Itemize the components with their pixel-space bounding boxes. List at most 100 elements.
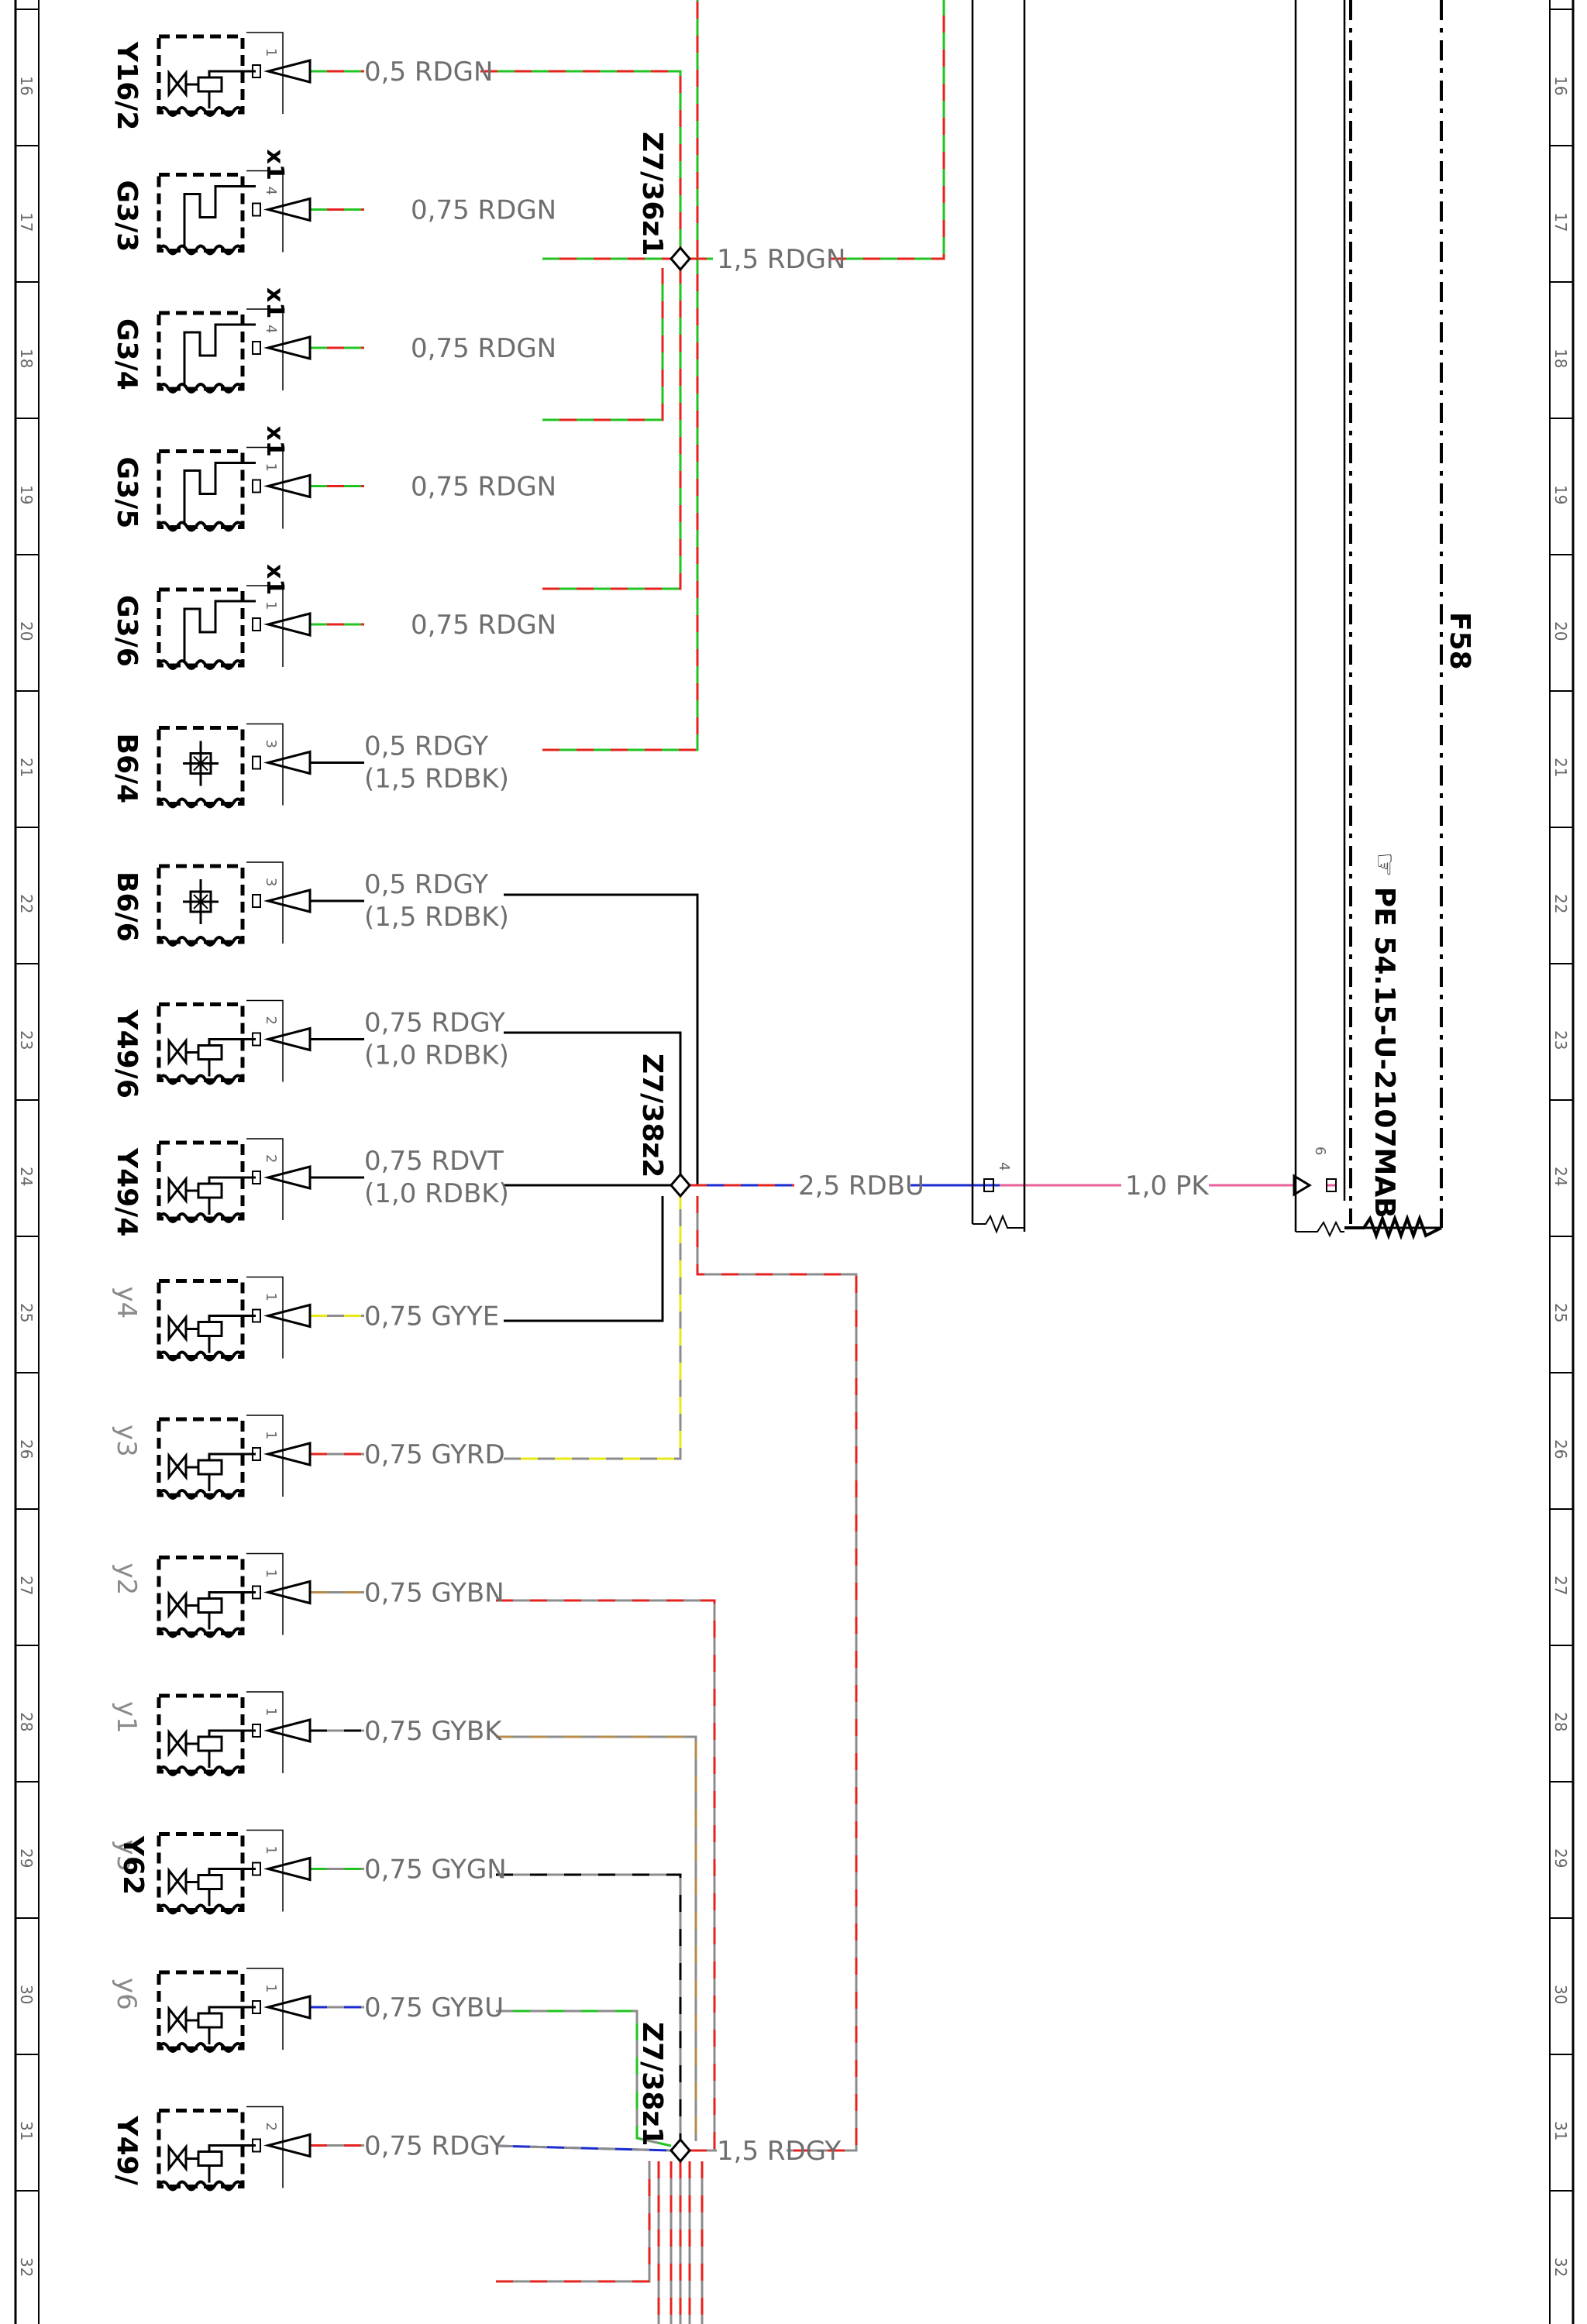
connector-outline	[246, 1691, 284, 1773]
component-break	[157, 383, 244, 394]
connector-block-mid: 4	[971, 0, 1026, 1234]
component-enclosure	[157, 1279, 245, 1359]
row-number-left: 32	[17, 2257, 36, 2277]
component-break	[157, 1489, 244, 1500]
row-number-right: 22	[1551, 894, 1570, 913]
pin-number: 4	[263, 325, 279, 333]
valve-icon	[167, 1867, 188, 1896]
pin-bracket-mid	[983, 1178, 994, 1192]
connector-outline	[246, 170, 284, 253]
component-enclosure	[157, 1693, 245, 1774]
wire-g3-6	[542, 0, 699, 751]
wire-label: 0,75 GYBU	[364, 1992, 504, 2023]
connector-arrow-icon	[263, 2133, 312, 2158]
wire-y1	[496, 1873, 682, 2140]
row-number-left: 31	[17, 2121, 36, 2140]
row-number-left: 21	[17, 758, 36, 777]
component-break	[157, 1350, 244, 1362]
pin-bracket-right	[1293, 1174, 1337, 1197]
pin-number: 1	[263, 1431, 279, 1439]
wire-label: 0,75 GYBK	[364, 1716, 503, 1747]
wire-y49-4	[504, 1196, 664, 1322]
valve-icon	[167, 1590, 188, 1619]
row-number-left: 23	[17, 1030, 36, 1050]
splice-node-z7-36z1	[670, 246, 691, 272]
pin-socket	[252, 202, 261, 217]
wire-label: 0,5 RDGY	[364, 731, 488, 762]
solenoid-icon	[197, 2012, 223, 2029]
connector-outline	[246, 999, 284, 1082]
wire-y5	[496, 2009, 672, 2147]
component-label: B6/6	[111, 871, 143, 942]
component-label: G3/4	[111, 318, 143, 390]
valve-icon	[167, 2005, 188, 2034]
component-label: y4	[111, 1287, 142, 1319]
wire-harness	[310, 0, 1336, 2324]
component-label: Y49/	[111, 2116, 143, 2186]
wire-label-pk: 1,0 PK	[1125, 1171, 1210, 1202]
component-enclosure	[157, 449, 245, 529]
splice-node-z7-38z2	[670, 1172, 691, 1198]
pin-number: 1	[263, 1846, 279, 1855]
row-number-right: 28	[1551, 1712, 1570, 1731]
fuse-label: F58	[1444, 612, 1475, 670]
row-number-left: 30	[17, 1985, 36, 2004]
connector-arrow-icon	[263, 889, 312, 913]
component-break	[157, 659, 244, 670]
row-number-right: 25	[1551, 1303, 1570, 1322]
solenoid-icon	[197, 76, 223, 93]
wire-label-alt: (1,0 RDBK)	[364, 1178, 509, 1209]
component-break	[157, 2042, 244, 2053]
frame	[14, 0, 1575, 2324]
connector-outline	[246, 446, 284, 529]
row-number-right: 23	[1551, 1030, 1570, 1050]
component-enclosure	[157, 587, 245, 668]
row-number-right: 32	[1551, 2257, 1570, 2277]
connector-arrow-icon	[263, 612, 312, 637]
wire-label: 0,75 RDGN	[411, 195, 556, 226]
solenoid-icon	[197, 1182, 223, 1199]
connector-label: x1	[261, 150, 288, 180]
connector-outline	[246, 1138, 284, 1220]
solenoid-icon	[197, 1321, 223, 1337]
solenoid-icon	[197, 1735, 223, 1752]
component-enclosure	[157, 173, 245, 253]
solenoid-icon	[197, 2150, 223, 2167]
row-number-left: 16	[17, 76, 36, 95]
connector-arrow-icon	[263, 1442, 312, 1466]
pin-number: 1	[263, 601, 279, 610]
component-enclosure	[157, 1417, 245, 1497]
connector-outline	[246, 308, 284, 390]
wire-g3-4	[542, 268, 664, 421]
row-number-right: 16	[1551, 76, 1570, 95]
connector-block-right: 6 F58 ☞ PE 54.15-U-2107MAB	[1294, 0, 1475, 1240]
pin-number: 2	[263, 1154, 279, 1163]
row-number-left: 26	[17, 1439, 36, 1459]
component-enclosure	[157, 864, 245, 944]
splice-label-z7-36z1: Z7/36z1	[636, 132, 668, 256]
splice-label-z7-38z2: Z7/38z2	[636, 1054, 668, 1177]
reference-text: ☞ PE 54.15-U-2107MAB	[1368, 852, 1400, 1219]
component-break	[157, 1212, 244, 1223]
row-number-left: 24	[17, 1167, 36, 1186]
component-enclosure	[157, 2109, 245, 2188]
component-enclosure	[157, 1140, 245, 1221]
wire-b6-6	[504, 1031, 682, 1174]
wire-y49-bottom	[496, 2161, 651, 2283]
connector-outline	[246, 32, 284, 114]
component-enclosure	[157, 311, 245, 391]
sensor-icon	[183, 185, 236, 249]
wire-label: 0,75 RDVT	[364, 1146, 504, 1177]
solenoid-icon	[197, 1597, 223, 1614]
wire-label-alt: (1,5 RDBK)	[364, 764, 509, 795]
wire-g3-5	[542, 268, 682, 590]
sensor-icon	[183, 323, 236, 387]
wire-label: 0,5 RDGN	[364, 57, 493, 88]
wire-label: 0,75 GYYE	[364, 1301, 499, 1332]
